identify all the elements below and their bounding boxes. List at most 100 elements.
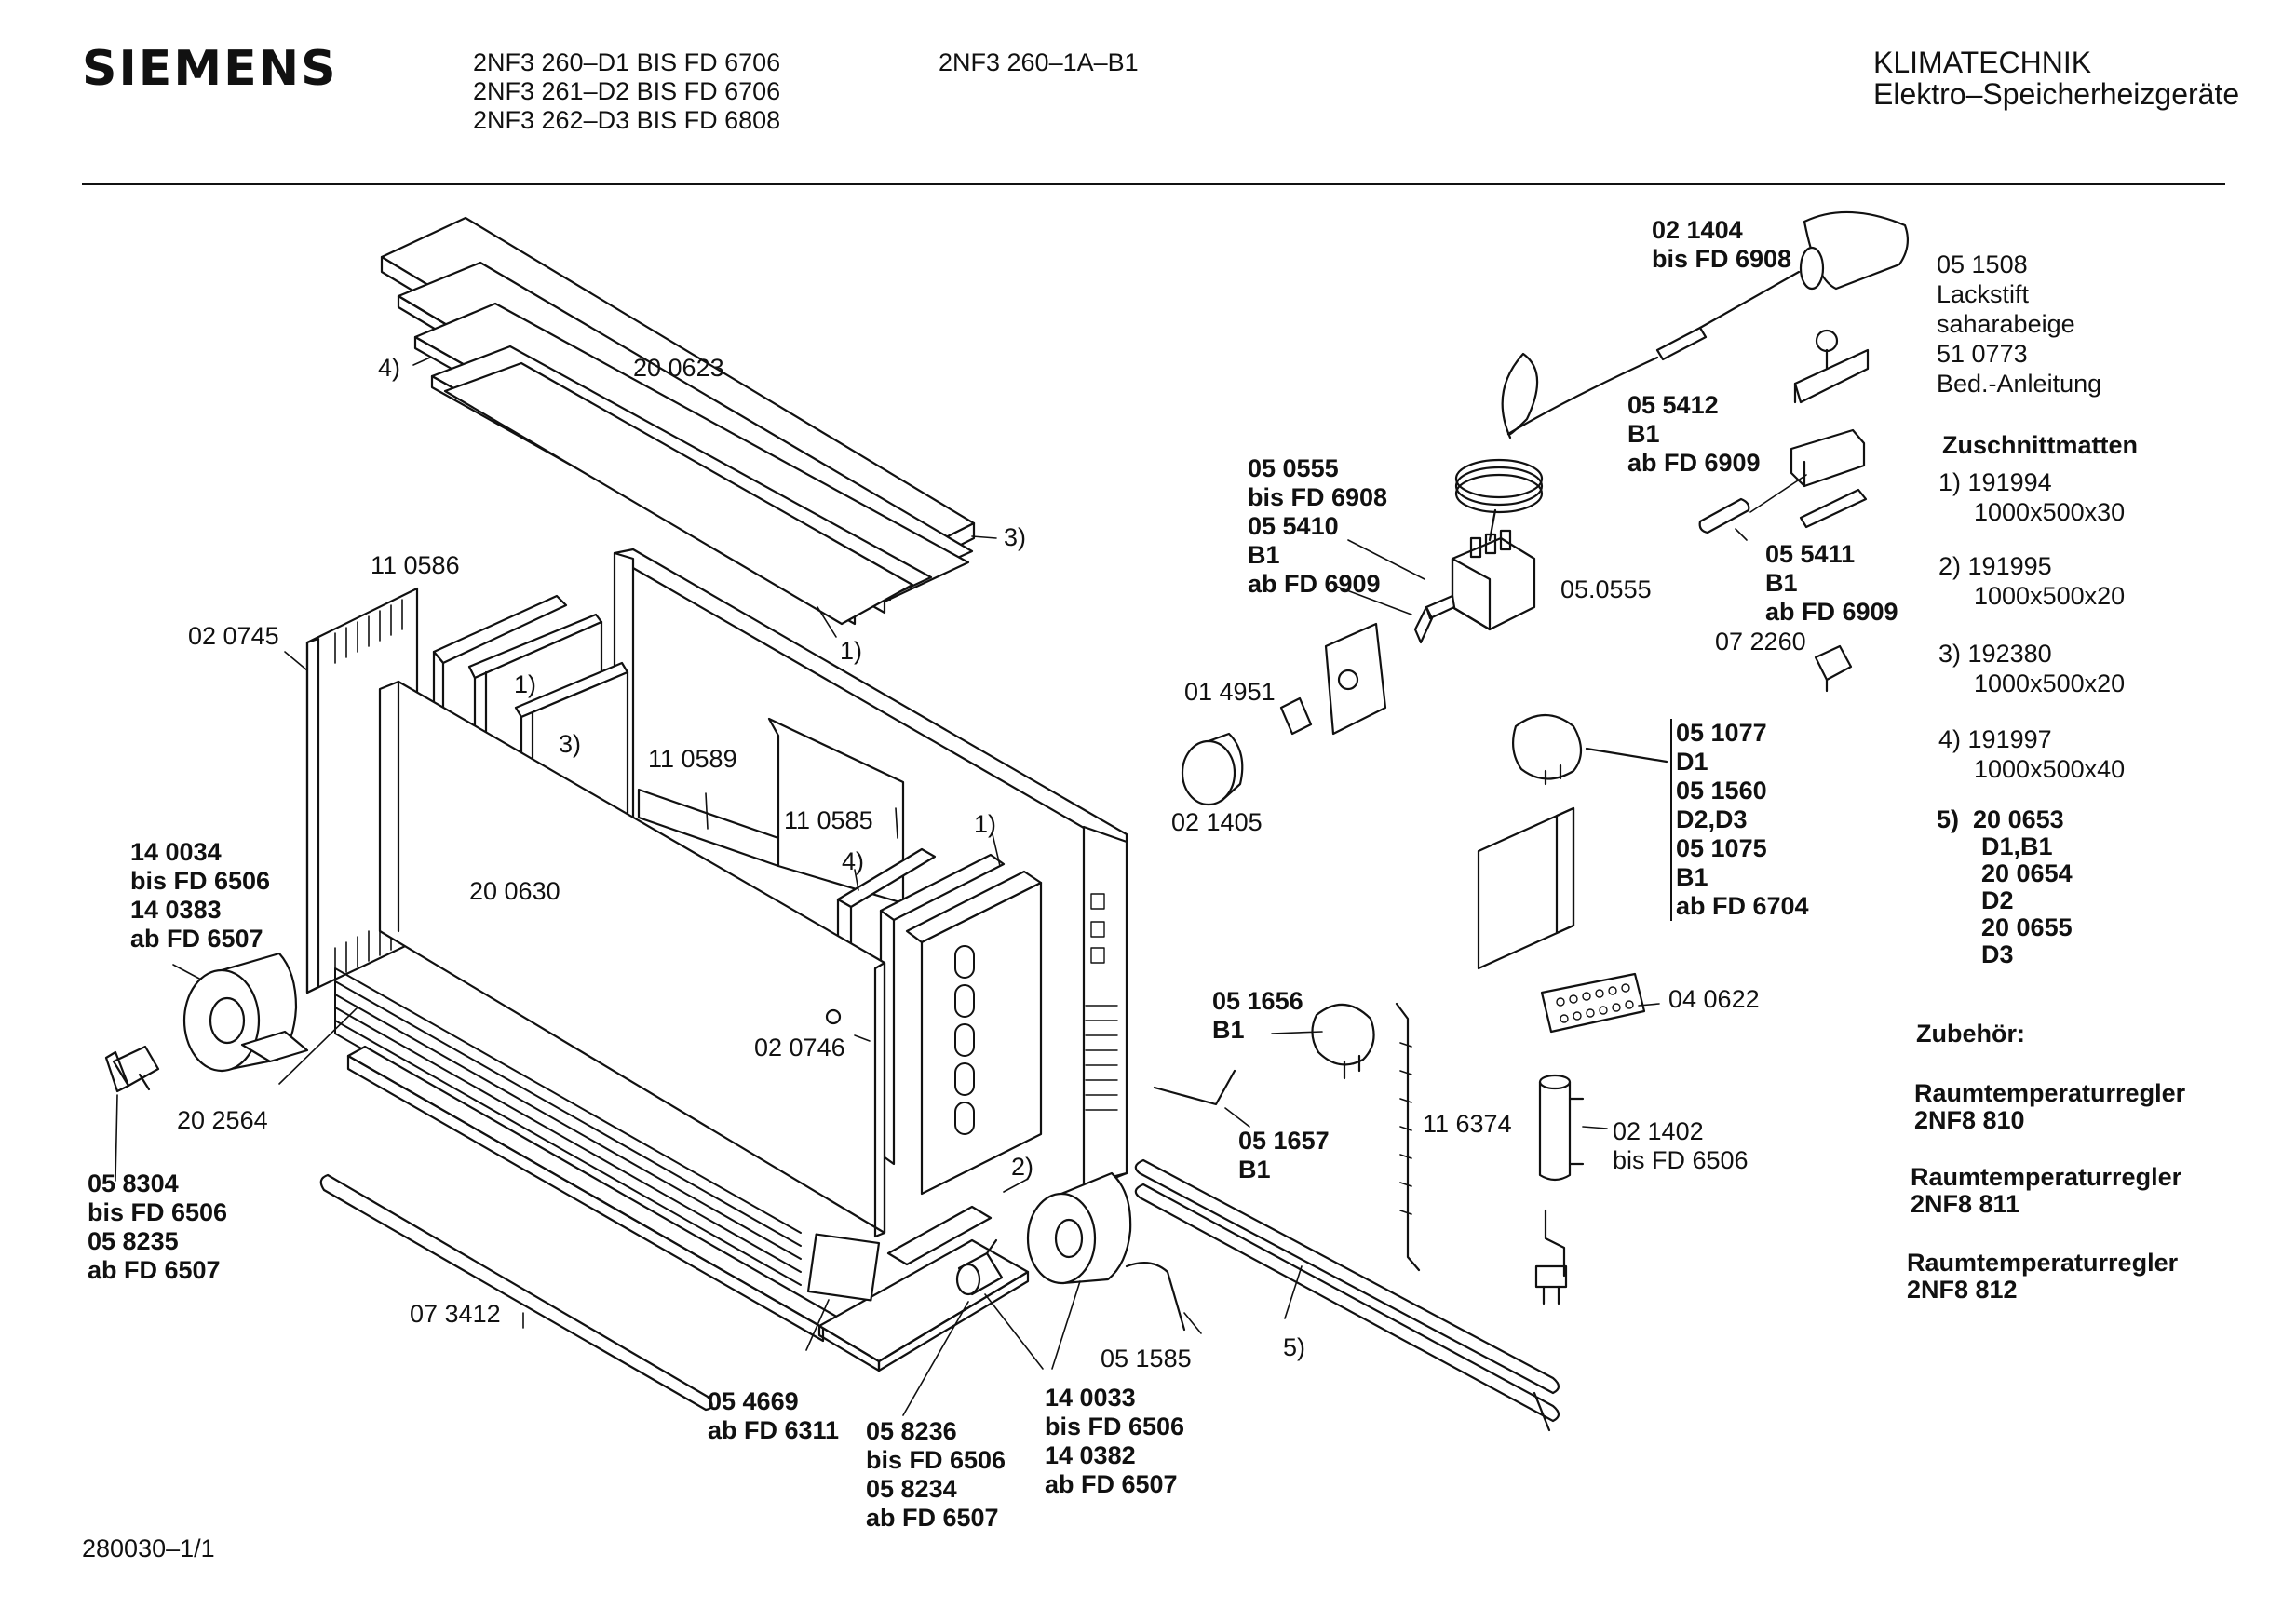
partition-11-0585 — [769, 719, 903, 903]
label-line: bis FD 6506 — [1613, 1146, 1749, 1174]
label-line: ab FD 6507 — [88, 1256, 221, 1284]
label-mat-1c: 1) — [974, 810, 997, 838]
label-line: bis FD 6506 — [88, 1198, 228, 1226]
terminal-block-04-0622 — [1542, 974, 1644, 1032]
label-line: 05 1656 — [1212, 987, 1303, 1015]
label-line: 05 8304 — [88, 1170, 179, 1197]
fan-motor-14-0033 — [1028, 1173, 1130, 1283]
item-num: 5) — [1937, 805, 1960, 833]
label-11-6374: 11 6374 — [1423, 1110, 1512, 1138]
label-line: 05 1560 — [1676, 777, 1767, 804]
regulator-code: 2NF8 810 — [1914, 1106, 2025, 1134]
label-mat-1: 1) — [840, 637, 863, 665]
regulator-item: Raumtemperaturregler 2NF8 812 — [1907, 1250, 2178, 1304]
label-mat-4: 4) — [378, 354, 401, 382]
item-5-variants: 5) 20 0653 D1,B1 20 0654 D2 20 0655 D3 — [1937, 806, 2073, 968]
label-line: bis FD 6506 — [130, 867, 271, 895]
mat-item: 4) 191997 1000x500x40 — [1938, 724, 2125, 784]
mat-code: 192380 — [1967, 640, 2052, 668]
label-line: bis FD 6908 — [1652, 245, 1792, 273]
base-tray — [808, 1207, 1028, 1371]
label-line: 05 5412 — [1627, 391, 1719, 419]
model-list: 2NF3 260–D1 BIS FD 6706 2NF3 261–D2 BIS … — [473, 48, 780, 135]
label-14-0033: 14 0033 bis FD 6506 14 0382 ab FD 6507 — [1045, 1384, 1184, 1499]
thermostat-capillary — [1456, 212, 1908, 540]
item-line: D3 — [1981, 940, 2014, 968]
brand-logo: SIEMENS — [82, 41, 338, 97]
label-05-5411: 05 5411 B1 ab FD 6909 — [1765, 540, 1898, 627]
accessory-paint-manual: 05 1508 Lackstift saharabeige 51 0773 Be… — [1937, 250, 2101, 399]
label-line: ab FD 6311 — [708, 1416, 840, 1444]
item-line: D2 — [1981, 886, 2014, 914]
mat-item: 1) 191994 1000x500x30 — [1938, 467, 2125, 527]
clip-05-1657 — [1155, 1071, 1235, 1104]
label-line: B1 — [1212, 1016, 1245, 1044]
mat-item: 2) 191995 1000x500x20 — [1938, 551, 2125, 611]
label-05-4669: 05 4669 ab FD 6311 — [708, 1387, 839, 1445]
regulator-item: Raumtemperaturregler 2NF8 811 — [1911, 1164, 2181, 1218]
mat-code: 191994 — [1967, 468, 2052, 496]
relay-05-5412 — [1791, 430, 1864, 486]
accessory-line: saharabeige — [1937, 310, 2075, 338]
label-line: bis FD 6506 — [1045, 1413, 1185, 1440]
label-line: bis FD 6908 — [1248, 483, 1388, 511]
label-line: 14 0383 — [130, 896, 222, 924]
label-line: ab FD 6909 — [1627, 449, 1761, 477]
thermostat-05-0555 — [1415, 531, 1534, 642]
switch-05-8304 — [106, 1047, 158, 1091]
mat-num: 1) — [1938, 468, 1962, 496]
mat-code: 191995 — [1967, 552, 2052, 580]
regulator-name: Raumtemperaturregler — [1914, 1079, 2186, 1107]
bracket — [1479, 808, 1573, 968]
model-line: 2NF3 261–D2 BIS FD 6706 — [473, 77, 781, 105]
paint-stick-05-1508 — [1795, 331, 1868, 402]
label-line: 02 1402 — [1613, 1117, 1704, 1145]
label-11-0586: 11 0586 — [371, 551, 460, 579]
spacer-01-4951 — [1281, 698, 1311, 734]
label-05-8304: 05 8304 bis FD 6506 05 8235 ab FD 6507 — [88, 1170, 227, 1285]
label-20-2564: 20 2564 — [177, 1106, 268, 1134]
label-11-0589: 11 0589 — [648, 745, 737, 773]
accessory-line: 51 0773 — [1937, 340, 2028, 368]
label-line: B1 — [1238, 1156, 1271, 1183]
mat-num: 4) — [1938, 725, 1962, 753]
label-line: ab FD 6507 — [1045, 1470, 1178, 1498]
label-02-1402: 02 1402 bis FD 6506 — [1613, 1117, 1749, 1175]
label-05-0555b: 05.0555 — [1560, 575, 1652, 603]
label-line: D2,D3 — [1676, 805, 1748, 833]
item-line: 20 0653 — [1973, 805, 2064, 833]
label-heating-5: 5) — [1283, 1333, 1306, 1361]
fuse-05-5411 — [1700, 490, 1866, 533]
label-20-0623: 20 0623 — [633, 354, 724, 382]
part-07-2260 — [1816, 646, 1851, 691]
label-05-1585: 05 1585 — [1101, 1345, 1192, 1372]
mats-title: Zuschnittmatten — [1942, 431, 2139, 459]
document-code: 280030–1/1 — [82, 1535, 215, 1562]
leader-lines — [115, 358, 1806, 1415]
mat-size: 1000x500x20 — [1974, 669, 2126, 697]
regulator-code: 2NF8 812 — [1907, 1276, 2018, 1304]
mat-size: 1000x500x20 — [1974, 582, 2126, 610]
label-line: ab FD 6507 — [130, 925, 263, 953]
label-line: 05 1077 — [1676, 719, 1767, 747]
label-line: D1 — [1676, 748, 1708, 776]
model-line: 2NF3 260–D1 BIS FD 6706 — [473, 48, 781, 76]
label-mat-3: 3) — [1004, 523, 1027, 551]
model-line: 2NF3 262–D3 BIS FD 6808 — [473, 106, 781, 134]
mat-item: 3) 192380 1000x500x20 — [1938, 639, 2125, 698]
label-07-2260: 07 2260 — [1715, 628, 1806, 656]
label-05-0555: 05 0555 bis FD 6908 05 5410 B1 ab FD 690… — [1248, 454, 1387, 599]
switch-05-1656 — [1312, 1005, 1373, 1078]
mat-size: 1000x500x30 — [1974, 498, 2126, 526]
label-line: ab FD 6909 — [1765, 598, 1898, 626]
category-subtitle: Elektro–Speicherheizgeräte — [1873, 77, 2240, 111]
label-line: B1 — [1765, 569, 1798, 597]
label-05-5412: 05 5412 B1 ab FD 6909 — [1627, 391, 1761, 478]
accessory-line: 05 1508 — [1937, 250, 2028, 278]
accessory-line: Lackstift — [1937, 280, 2030, 308]
item-line: 20 0654 — [1981, 859, 2073, 887]
front-panel-20-0630 — [380, 682, 885, 1237]
label-mat-3b: 3) — [559, 730, 582, 758]
regulator-name: Raumtemperaturregler — [1907, 1249, 2179, 1277]
